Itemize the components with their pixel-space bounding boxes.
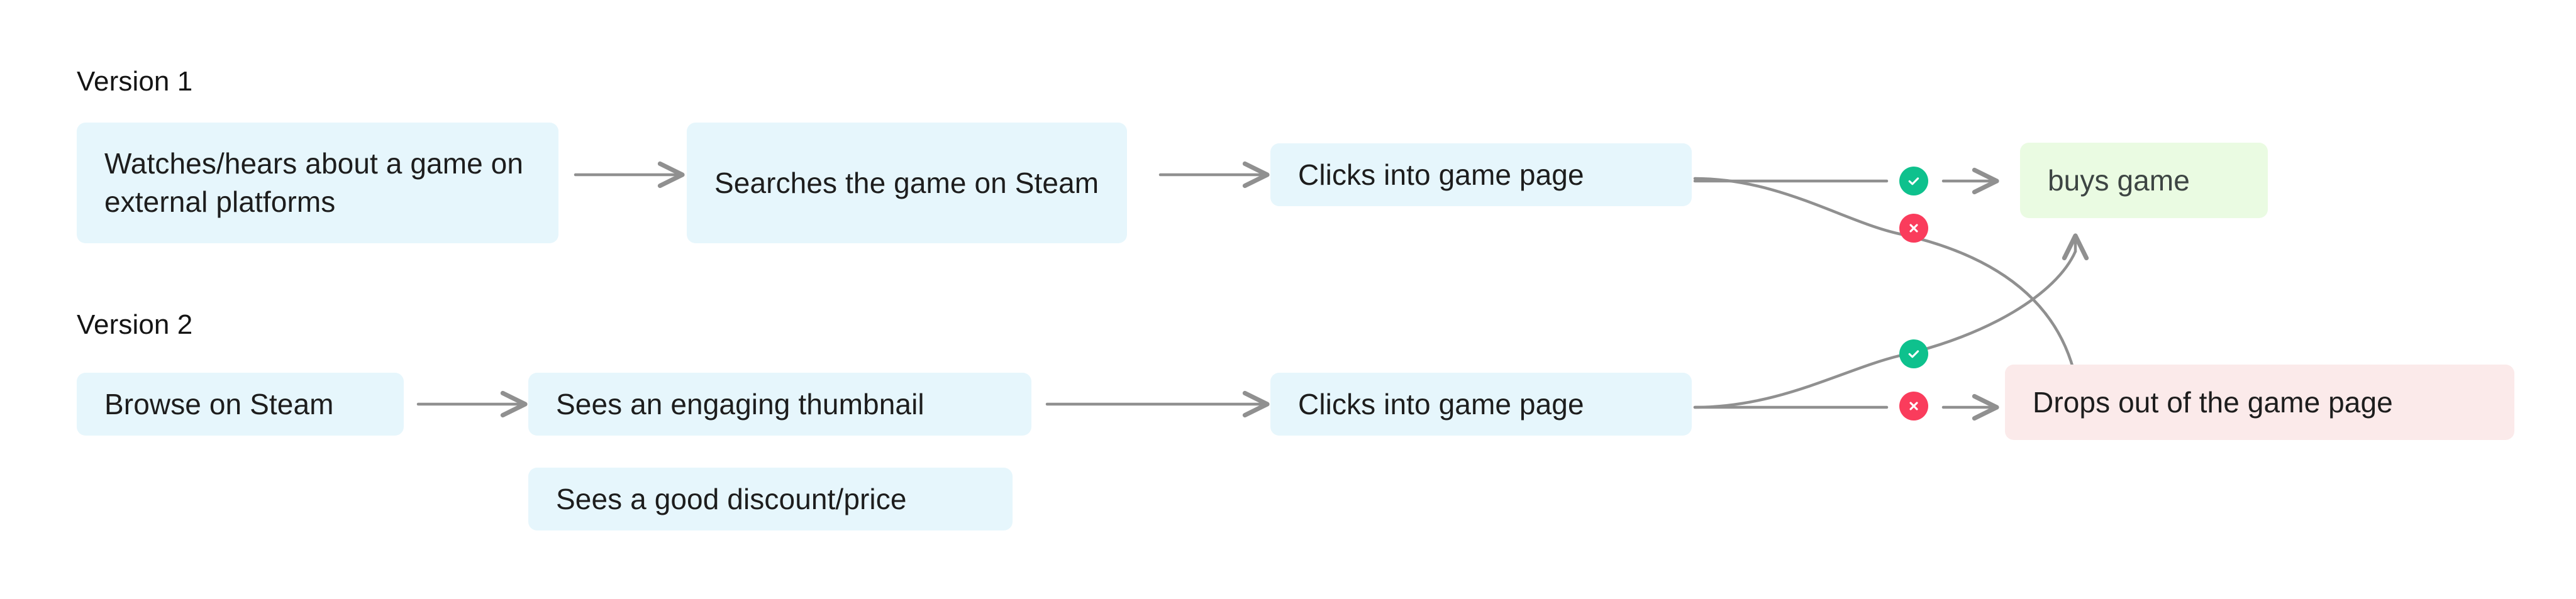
connector-v1-failure (1693, 177, 2077, 379)
node-v1-step-2-label: Searches the game on Steam (714, 166, 1099, 199)
check-icon (1906, 346, 1922, 362)
check-icon (1906, 173, 1922, 189)
v1-success-badge[interactable] (1899, 167, 1928, 195)
v1-failure-badge[interactable] (1899, 214, 1928, 243)
version-1-title: Version 1 (77, 66, 193, 97)
v2-success-badge[interactable] (1899, 339, 1928, 368)
v2-failure-badge[interactable] (1899, 392, 1928, 420)
node-v1-step-1-label: Watches/hears about a game on external p… (104, 147, 524, 218)
node-v2-step-3[interactable]: Clicks into game page (1270, 373, 1692, 436)
cross-icon (1906, 398, 1922, 414)
node-v2-step-3-label: Clicks into game page (1298, 387, 1584, 420)
cross-icon (1906, 220, 1922, 236)
node-v2-step-2a-label: Sees an engaging thumbnail (556, 387, 924, 420)
node-outcome-drops-out-label: Drops out of the game page (2033, 385, 2393, 419)
node-outcome-buys-game-label: buys game (2048, 163, 2190, 197)
node-outcome-drops-out[interactable]: Drops out of the game page (2005, 365, 2514, 440)
node-v2-step-2b-label: Sees a good discount/price (556, 482, 907, 515)
node-v2-step-1[interactable]: Browse on Steam (77, 373, 404, 436)
node-v2-step-1-label: Browse on Steam (104, 387, 334, 420)
node-v2-step-2b[interactable]: Sees a good discount/price (528, 468, 1013, 530)
node-v2-step-2a[interactable]: Sees an engaging thumbnail (528, 373, 1031, 436)
node-v1-step-1[interactable]: Watches/hears about a game on external p… (77, 123, 558, 243)
node-v1-step-2[interactable]: Searches the game on Steam (687, 123, 1127, 243)
node-v1-step-3[interactable]: Clicks into game page (1270, 143, 1692, 206)
node-outcome-buys-game[interactable]: buys game (2020, 143, 2268, 218)
version-2-title: Version 2 (77, 309, 193, 340)
node-v1-step-3-label: Clicks into game page (1298, 158, 1584, 191)
